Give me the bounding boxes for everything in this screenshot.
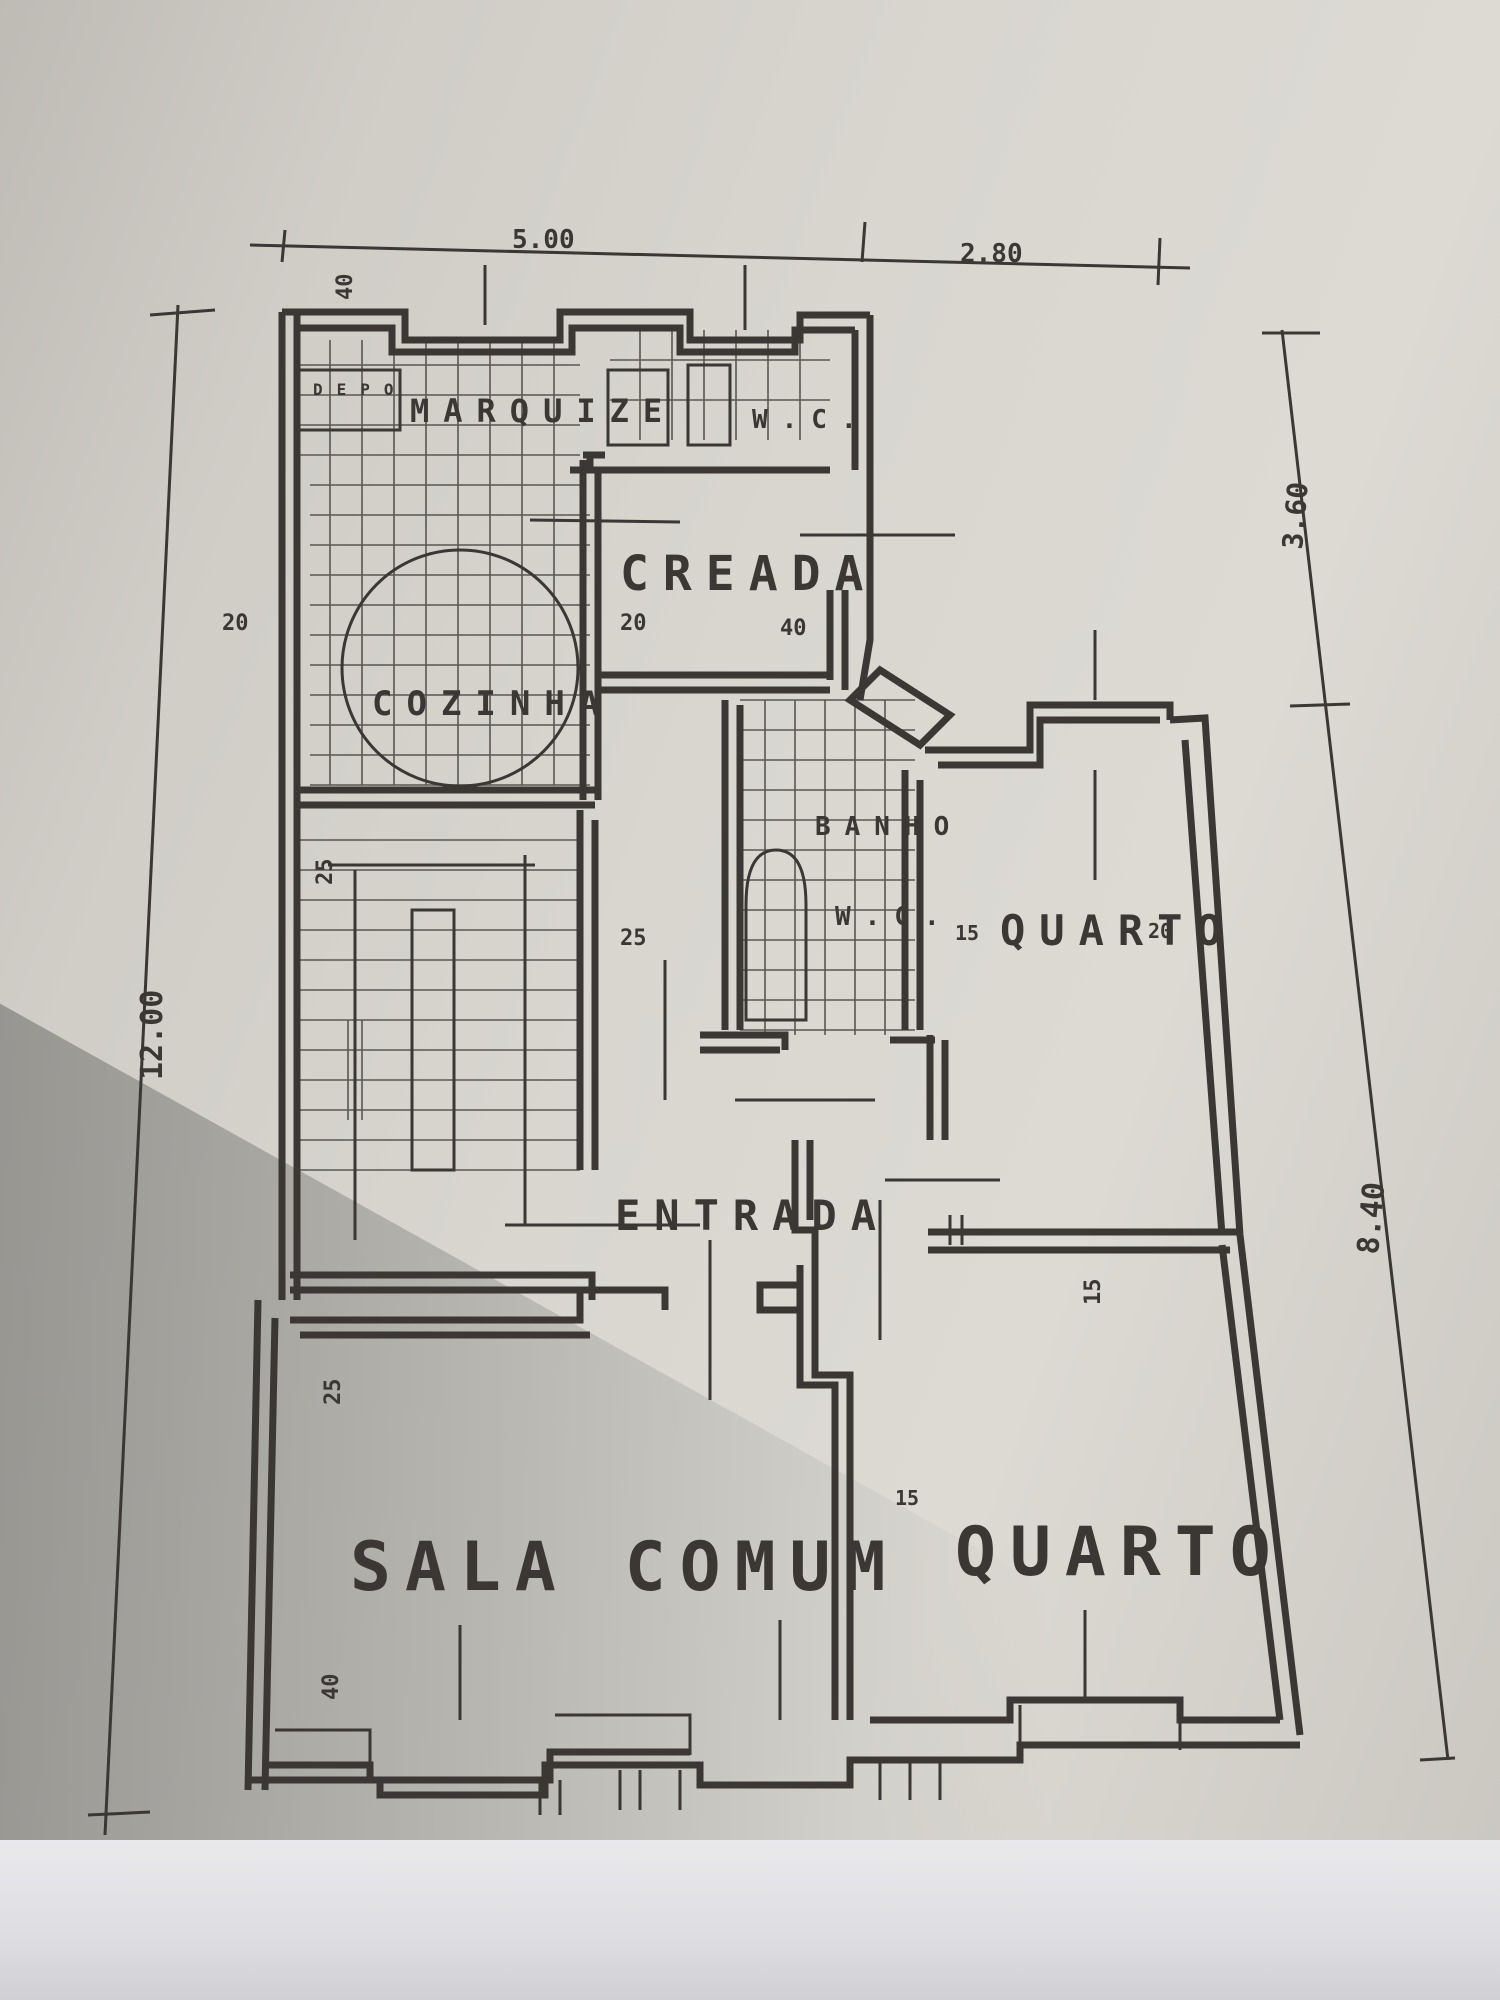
kitchen-arc	[340, 548, 580, 788]
label-wc-bath: W.C.	[835, 902, 954, 932]
reference-lines	[458, 265, 1097, 1720]
dimension-lines	[87, 221, 1456, 1836]
label-sala-comum: SALA COMUM	[350, 1528, 899, 1607]
note-bottom-40: 40	[319, 1674, 344, 1701]
staircase	[300, 839, 700, 1240]
desk-surface	[0, 1840, 1500, 2000]
label-cozinha: COZINHA	[372, 684, 613, 724]
label-quarto-lower: QUARTO	[955, 1513, 1285, 1592]
kitchen-tiles	[300, 330, 915, 1035]
note-stair-25: 25	[313, 859, 338, 886]
label-creada: CREADA	[620, 546, 877, 602]
note-quarto-lower-15: 15	[895, 1486, 919, 1510]
label-deps: DEPO	[313, 380, 408, 399]
bathtub	[744, 848, 808, 1022]
walls	[244, 308, 1304, 1815]
dim-left-total: 12.00	[135, 990, 170, 1080]
note-hall-25: 25	[620, 926, 647, 951]
dim-top-left: 5.00	[512, 225, 575, 255]
label-entrada: ENTRADA	[615, 1191, 890, 1240]
label-marquize: MARQUIZE	[410, 392, 676, 430]
note-creada-20: 20	[620, 611, 647, 636]
note-creada-40: 40	[780, 616, 807, 641]
dim-top-right: 2.80	[960, 239, 1023, 269]
note-quarto-20: 20	[1148, 919, 1172, 943]
note-cozinha-20: 20	[222, 611, 249, 636]
label-banho: BANHO	[815, 812, 963, 842]
dim-right-top: 3.60	[1276, 481, 1315, 551]
label-quarto-upper: QUARTO	[1000, 906, 1236, 955]
label-wc-top: W.C.	[752, 405, 871, 435]
note-partition-15: 15	[1081, 1279, 1106, 1306]
note-sala-25: 25	[321, 1379, 346, 1406]
note-top-40: 40	[333, 274, 358, 301]
dim-right-bottom: 8.40	[1351, 1181, 1392, 1256]
note-quarto-15: 15	[955, 921, 979, 945]
